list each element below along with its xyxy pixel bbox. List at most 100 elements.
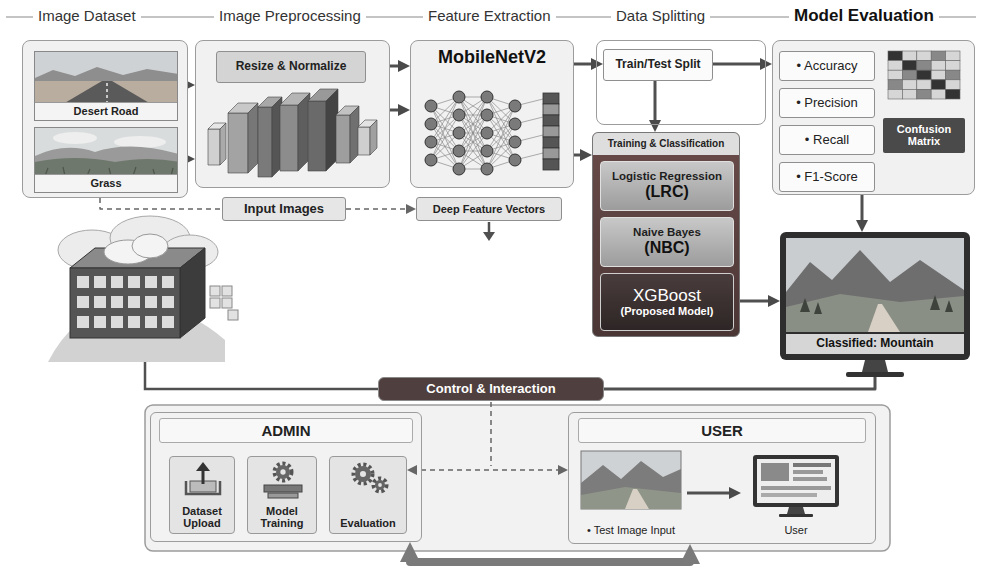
shape-path xyxy=(202,469,205,484)
section-heading: Data Splitting xyxy=(611,7,710,25)
shape-path xyxy=(220,123,226,165)
node-label: Model Training xyxy=(248,505,316,529)
node-label: Grass xyxy=(35,174,177,192)
shape-rect xyxy=(946,61,960,71)
shape-circle xyxy=(374,479,387,492)
shape-rect xyxy=(902,51,916,61)
shape-circle xyxy=(354,465,373,484)
admin-tool: Dataset Upload xyxy=(169,456,235,534)
section-heading: Image Preprocessing xyxy=(214,7,366,25)
grass-photo xyxy=(35,128,178,176)
shape-rect xyxy=(111,296,123,308)
shape-rect xyxy=(846,372,904,377)
shape-circle xyxy=(453,145,465,157)
shape-line xyxy=(459,115,487,169)
link-line xyxy=(145,362,378,389)
node-label: (NBC) xyxy=(644,239,689,257)
classifier-box: XGBoost(Proposed Model) xyxy=(600,273,734,331)
dashed-connector xyxy=(100,198,222,209)
admin-panel: ADMINDataset UploadModel TrainingEvaluat… xyxy=(150,412,422,542)
shape-path xyxy=(625,489,649,509)
shape-rect xyxy=(228,310,238,320)
shape-rect xyxy=(931,70,945,80)
shape-rect xyxy=(757,459,835,503)
classifier-box: Naive Bayes(NBC) xyxy=(600,217,734,267)
image-tile: Grass xyxy=(34,127,178,193)
shape-rect xyxy=(94,296,106,308)
shape-circle xyxy=(481,91,493,103)
training-panel: Training & ClassificationLogistic Regres… xyxy=(592,132,740,337)
shape-rect xyxy=(931,80,945,90)
node-label: ADMIN xyxy=(159,418,413,443)
shape-rect xyxy=(902,89,916,99)
node-label: Classified: Mountain xyxy=(786,334,964,354)
process-box: Train/Test Split xyxy=(603,49,713,81)
section-heading: Feature Extraction xyxy=(423,7,556,25)
shape-rect xyxy=(753,455,839,507)
flow-arrow xyxy=(390,109,404,112)
shape-path xyxy=(228,113,248,173)
result-monitor: Classified: Mountain xyxy=(780,232,970,360)
shape-rect xyxy=(946,80,960,90)
shape-rect xyxy=(581,451,681,509)
shape-rect xyxy=(128,316,140,328)
shape-circle xyxy=(509,136,521,148)
shape-rect xyxy=(946,70,960,80)
node-label: MobileNetV2 xyxy=(438,47,546,68)
shape-circle xyxy=(425,154,437,166)
metric-box: • F1-Score xyxy=(779,162,875,192)
shape-circle xyxy=(378,483,382,487)
shape-rect xyxy=(902,70,916,80)
flow-arrow xyxy=(604,360,875,389)
shape-g xyxy=(210,286,238,320)
preprocessing-panel: Image PreprocessingResize & Normalize xyxy=(195,40,390,188)
label-box: Deep Feature Vectors xyxy=(416,197,562,221)
shape-circle xyxy=(453,109,465,121)
evaluation-icon xyxy=(330,457,408,501)
label-box: Input Images xyxy=(222,197,346,221)
upload-icon xyxy=(170,457,236,501)
flow-arrow xyxy=(574,63,597,66)
shape-path xyxy=(196,462,210,471)
shape-circle xyxy=(481,145,493,157)
shape-rect xyxy=(761,463,789,481)
shape-rect xyxy=(543,137,559,148)
shape-rect xyxy=(888,51,902,61)
shape-rect xyxy=(35,52,178,104)
flow-arrow xyxy=(713,63,766,66)
shape-rect xyxy=(917,70,931,80)
shape-circle xyxy=(481,127,493,139)
shape-rect xyxy=(946,89,960,99)
shape-rect xyxy=(222,286,232,296)
test-photo xyxy=(575,451,687,513)
user-panel: USER• Test Image InputUser xyxy=(568,412,876,544)
shape-line xyxy=(459,97,487,151)
shape-rect xyxy=(902,61,916,71)
shape-ellipse xyxy=(53,132,97,144)
shape-path xyxy=(35,146,178,176)
shape-path xyxy=(862,360,888,372)
shape-rect xyxy=(70,268,180,338)
node-label: Naive Bayes xyxy=(633,226,701,239)
training-icon xyxy=(248,457,318,501)
shape-rect xyxy=(264,485,302,492)
down-arrow xyxy=(488,222,491,232)
shape-path xyxy=(336,115,350,163)
user-monitor xyxy=(741,453,851,519)
shape-rect xyxy=(793,477,827,481)
shape-rect xyxy=(268,493,298,498)
shape-circle xyxy=(375,480,385,490)
metric-box: • Recall xyxy=(779,125,875,155)
shape-path xyxy=(208,129,220,165)
shape-circle xyxy=(275,464,292,481)
monitor-screen xyxy=(780,232,970,378)
node-label: • Precision xyxy=(796,96,858,111)
node-label: Logistic Regression xyxy=(612,170,722,183)
shape-rect xyxy=(793,470,823,474)
split-panel: Data SplittingTrain/Test Split xyxy=(596,40,766,125)
node-label: • F1-Score xyxy=(796,170,858,185)
node-label: • Recall xyxy=(805,133,849,148)
shape-ellipse xyxy=(132,234,168,258)
shape-rect xyxy=(761,493,817,497)
shape-path xyxy=(868,304,900,332)
